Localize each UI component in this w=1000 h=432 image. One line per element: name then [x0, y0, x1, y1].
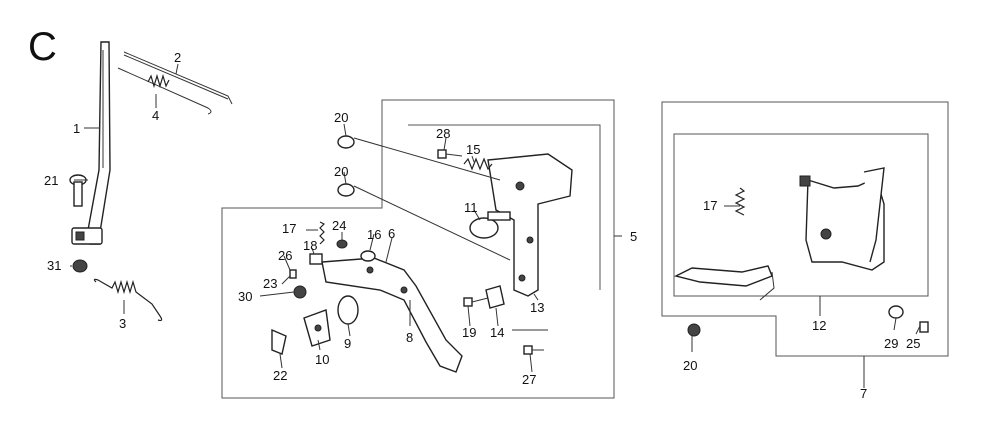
bolt-20a — [337, 135, 501, 181]
control-arm-1 — [71, 41, 111, 245]
spring-17 — [319, 221, 326, 245]
section-letter: C — [28, 25, 57, 69]
group-box-12-inner — [673, 133, 929, 297]
control-rod-2 — [123, 51, 233, 105]
callout-labels: 1 2 3 4 5 6 7 8 9 10 11 12 13 14 15 16 1… — [44, 50, 920, 401]
callout-14: 14 — [490, 325, 504, 340]
plate-9 — [337, 295, 359, 325]
bolt-19 — [463, 297, 489, 307]
callout-16: 16 — [367, 227, 381, 242]
washer-29 — [888, 305, 904, 319]
callout-17-right: 17 — [703, 198, 717, 213]
callout-23: 23 — [263, 276, 277, 291]
callout-20-mid: 20 — [334, 164, 348, 179]
callout-4: 4 — [152, 108, 159, 123]
lever-8 — [321, 257, 463, 373]
callout-2: 2 — [174, 50, 181, 65]
callout-25: 25 — [906, 336, 920, 351]
bracket-14 — [485, 285, 505, 309]
callout-13: 13 — [530, 300, 544, 315]
spring-17b — [734, 187, 746, 216]
callout-27: 27 — [522, 372, 536, 387]
callout-29: 29 — [884, 336, 898, 351]
bracket-13 — [487, 153, 573, 297]
leader-lines — [70, 63, 921, 388]
nut-24 — [336, 239, 348, 249]
callout-6: 6 — [388, 226, 395, 241]
callout-3: 3 — [119, 316, 126, 331]
pivot-11 — [469, 211, 511, 239]
rod-with-spring-4 — [117, 67, 212, 115]
bracket-12 — [799, 167, 885, 271]
callout-30: 30 — [238, 289, 252, 304]
callout-12: 12 — [812, 318, 826, 333]
callout-21: 21 — [44, 173, 58, 188]
spring-3 — [93, 278, 163, 322]
nut-30 — [293, 285, 307, 299]
callout-20-right: 20 — [683, 358, 697, 373]
nut-20c — [687, 323, 701, 337]
callout-24: 24 — [332, 218, 346, 233]
nut-31 — [72, 259, 88, 273]
callout-31: 31 — [47, 258, 61, 273]
callout-15: 15 — [466, 142, 480, 157]
callout-5: 5 — [630, 229, 637, 244]
callout-1: 1 — [73, 121, 80, 136]
group-box-7 — [661, 101, 949, 357]
lever-12-arm — [673, 265, 775, 301]
washer-16 — [360, 250, 376, 262]
wing-nut-22 — [271, 328, 287, 355]
group-box-13-inner — [408, 124, 601, 290]
callout-26: 26 — [278, 248, 292, 263]
callout-10: 10 — [315, 352, 329, 367]
callout-18: 18 — [303, 238, 317, 253]
group-box-5 — [221, 99, 615, 399]
callout-17-center: 17 — [282, 221, 296, 236]
bolt-25 — [919, 321, 929, 333]
callout-19: 19 — [462, 325, 476, 340]
bolt-28 — [437, 149, 463, 159]
callout-20-top: 20 — [334, 110, 348, 125]
bolt-23 — [289, 269, 297, 279]
callout-7: 7 — [860, 386, 867, 401]
bolt-27 — [512, 329, 548, 355]
callout-11: 11 — [464, 200, 478, 215]
bolt-15 — [463, 157, 493, 171]
callout-28: 28 — [436, 126, 450, 141]
callout-8: 8 — [406, 330, 413, 345]
callout-9: 9 — [344, 336, 351, 351]
callout-22: 22 — [273, 368, 287, 383]
cam-10 — [303, 309, 331, 347]
collar-18 — [309, 253, 323, 265]
